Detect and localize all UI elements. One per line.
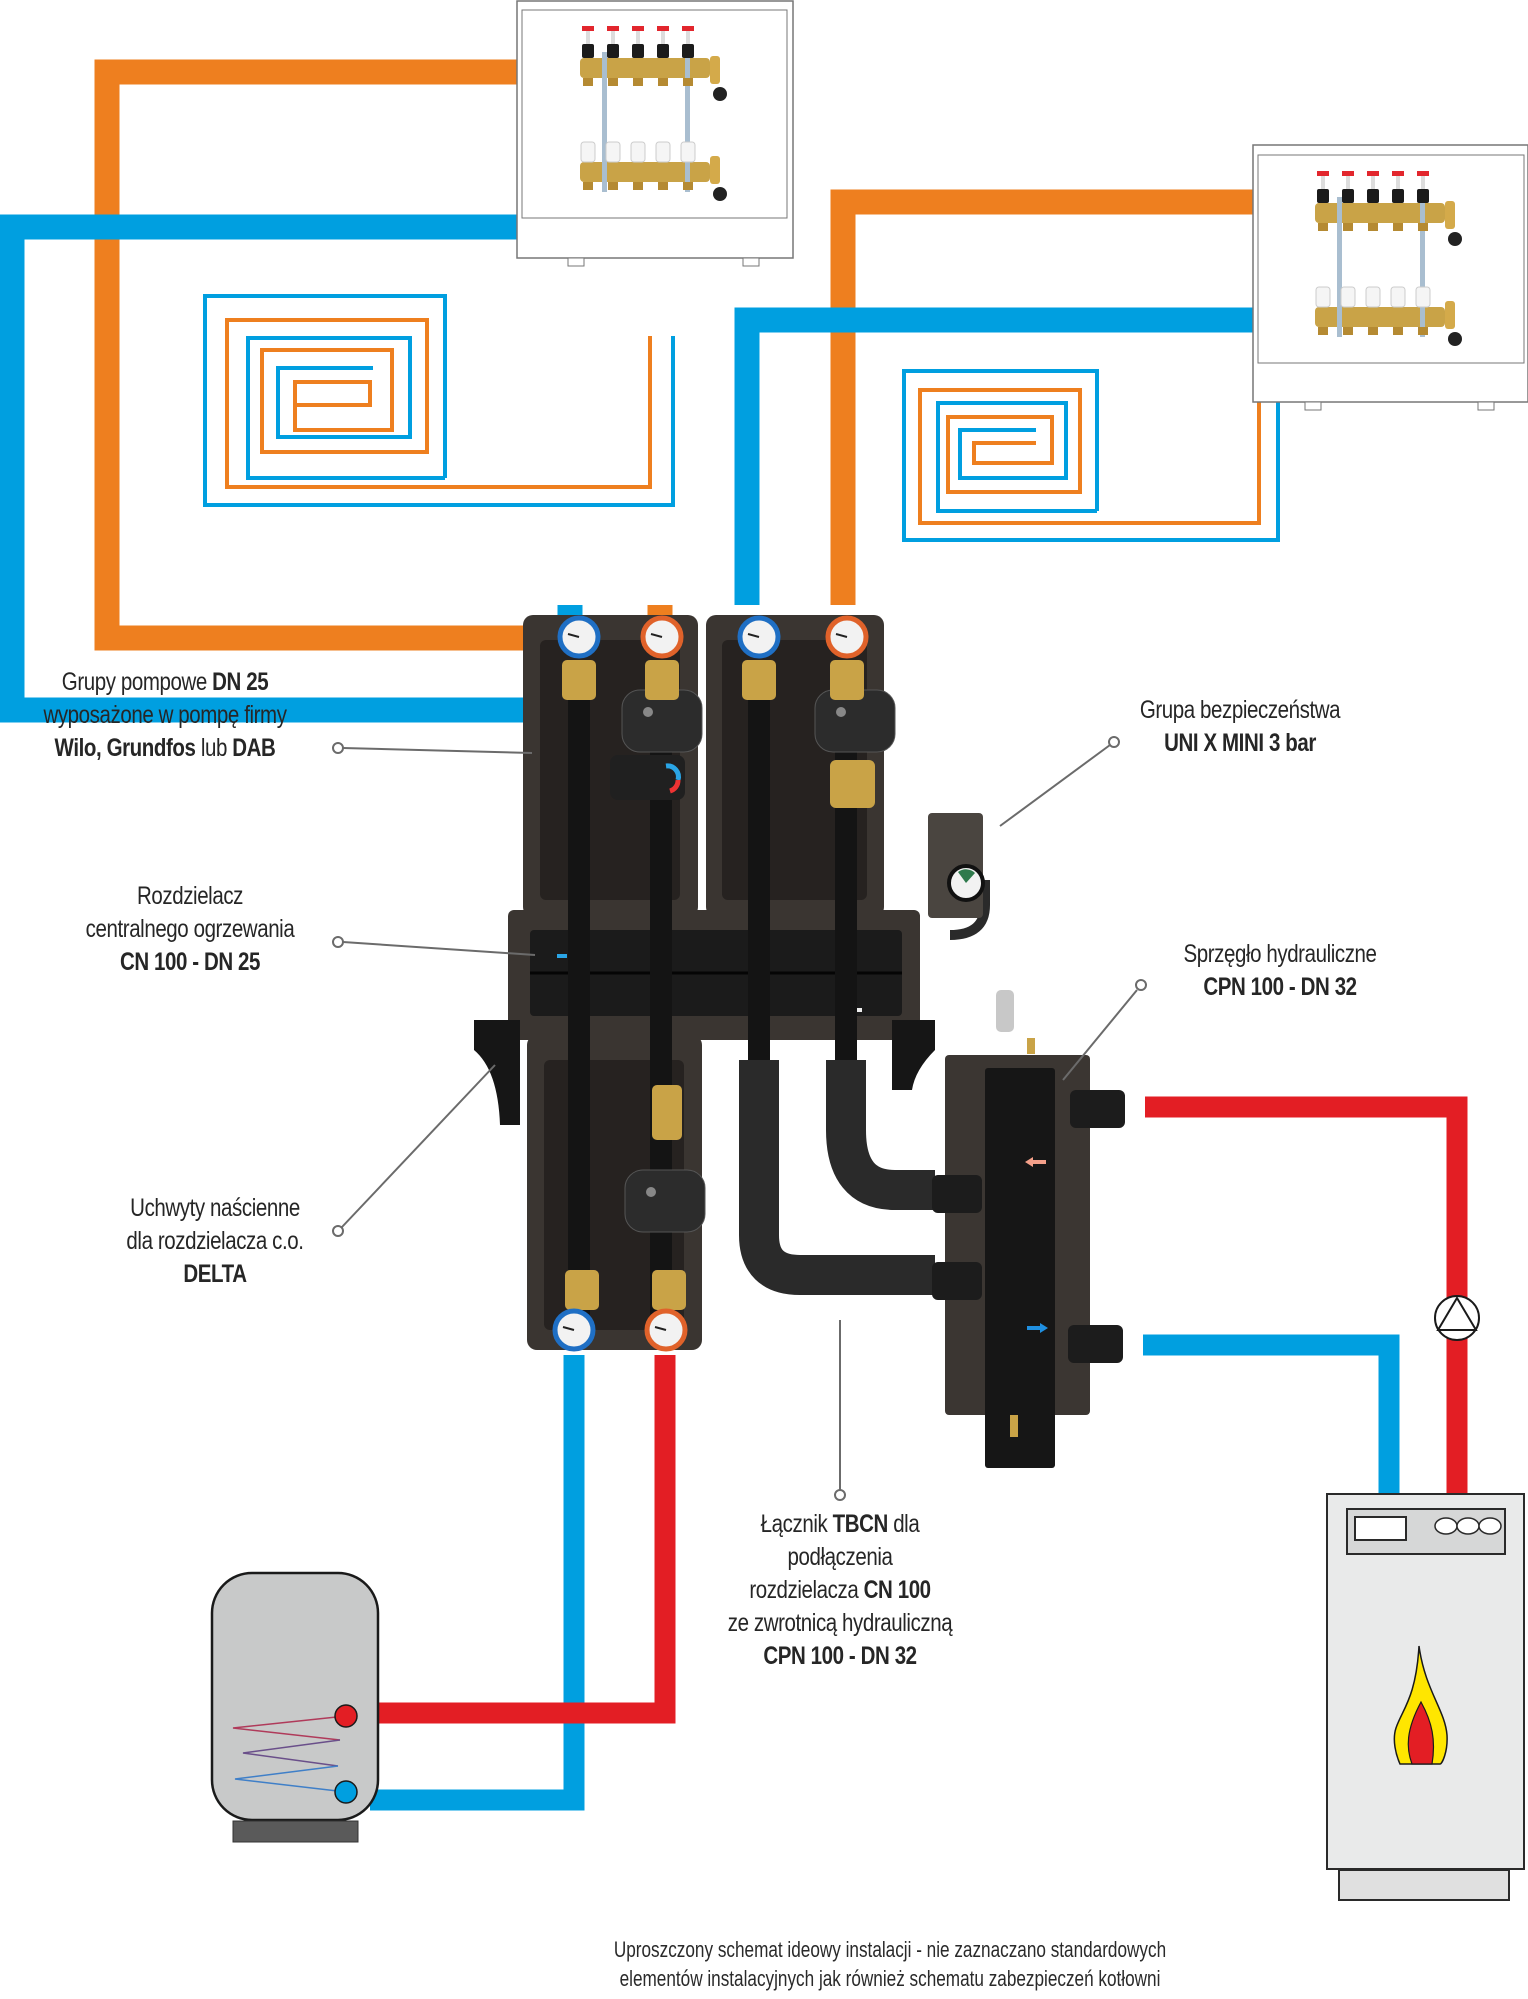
label-wall-brackets: Uchwyty naścienne dla rozdzielacza c.o. … — [126, 1194, 304, 1288]
tank-return-pipe — [370, 1355, 585, 1811]
return-bar — [580, 162, 710, 182]
flow-meter-handle — [1317, 171, 1329, 176]
supply-bar — [580, 58, 710, 78]
flow-meter-handle — [1417, 171, 1429, 176]
leader-distributor — [332, 936, 536, 956]
thermostatic-cap — [655, 141, 671, 163]
tank-supply-pipe — [370, 1355, 676, 1724]
thermometer-icon — [640, 615, 684, 659]
arrow-left-icon — [1025, 1157, 1046, 1167]
hydraulic-coupler — [932, 990, 1125, 1468]
floor-heating-loop-1 — [203, 294, 675, 507]
thermostatic-cap — [1315, 286, 1331, 308]
thermostatic-cap — [630, 141, 646, 163]
floor-heating-manifold-2 — [1252, 144, 1528, 411]
flow-meter-handle — [1367, 171, 1379, 176]
thermostatic-cap — [1415, 286, 1431, 308]
pressure-gauge-icon — [947, 864, 985, 902]
manifold-icon — [580, 26, 727, 201]
leader-wall-brackets — [332, 1064, 496, 1237]
boiler-supply-pipe — [1145, 1096, 1468, 1495]
leader-lines — [332, 736, 1147, 1501]
flow-meter-handle — [632, 26, 644, 31]
leader-pump-groups — [332, 742, 533, 754]
leader-safety-group — [999, 736, 1120, 827]
tank-cold-port — [334, 1780, 358, 1804]
thermometer-icon — [644, 1308, 688, 1352]
label-hydraulic-coupler: Sprzęgło hydrauliczne CPN 100 - DN 32 — [1183, 940, 1377, 1001]
boiler-pipes — [1143, 1096, 1480, 1495]
flow-meter-handle — [1342, 171, 1354, 176]
supply-pipe-floor-2 — [830, 189, 1255, 605]
flow-meter-handle — [607, 26, 619, 31]
thermometer-icon — [737, 615, 781, 659]
flow-meter-handle — [682, 26, 694, 31]
diagram-footnote: Uproszczony schemat ideowy instalacji - … — [613, 1937, 1167, 1991]
flow-meter-handle — [1392, 171, 1404, 176]
thermostatic-cap — [680, 141, 696, 163]
label-pump-groups: Grupy pompowe DN 25 wyposażone w pompę f… — [43, 668, 287, 762]
safety-group — [928, 813, 990, 940]
pump-group-block — [474, 615, 935, 1352]
arrow-right-icon — [1027, 1323, 1048, 1333]
circulation-pump-icon — [1434, 1295, 1480, 1341]
control-knobs-icon — [1434, 1517, 1502, 1535]
tbcn-connector — [739, 1060, 935, 1295]
return-pipe-floor-2 — [734, 307, 1255, 605]
thermostatic-cap — [1390, 286, 1406, 308]
flow-meter-handle — [582, 26, 594, 31]
wall-bracket — [474, 1020, 935, 1125]
label-distributor: Rozdzielacz centralnego ogrzewania CN 10… — [85, 882, 295, 976]
boiler — [1326, 1493, 1525, 1901]
pump-icon — [624, 1169, 706, 1233]
label-tbcn-connector: Łącznik TBCN dla podłączenia rozdzielacz… — [727, 1510, 953, 1670]
leader-hydraulic-coupler — [1062, 979, 1147, 1081]
flame-icon — [1393, 1645, 1448, 1765]
thermostatic-cap — [1340, 286, 1356, 308]
label-safety-group: Grupa bezpieczeństwa UNI X MINI 3 bar — [1139, 696, 1341, 757]
boiler-return-pipe — [1143, 1334, 1400, 1495]
tank-hot-port — [334, 1704, 358, 1728]
floor-heating-loop-2 — [902, 369, 1280, 542]
leader-tbcn — [834, 1320, 846, 1501]
floor-circuit-2-pipes — [734, 189, 1255, 605]
return-bar — [1315, 307, 1445, 327]
hot-water-tank — [210, 1571, 380, 1843]
thermostatic-cap — [1365, 286, 1381, 308]
supply-bar — [1315, 203, 1445, 223]
thermostatic-cap — [605, 141, 621, 163]
thermometer-icon — [825, 615, 869, 659]
thermostatic-cap — [580, 141, 596, 163]
heating-coil-icon — [232, 1715, 347, 1793]
manifold-icon — [1315, 171, 1462, 346]
flow-meter-handle — [657, 26, 669, 31]
tank-pipes — [370, 1355, 676, 1811]
thermometer-icon — [552, 1308, 596, 1352]
floor-heating-manifold-1 — [516, 0, 794, 267]
thermometer-icon — [557, 615, 601, 659]
